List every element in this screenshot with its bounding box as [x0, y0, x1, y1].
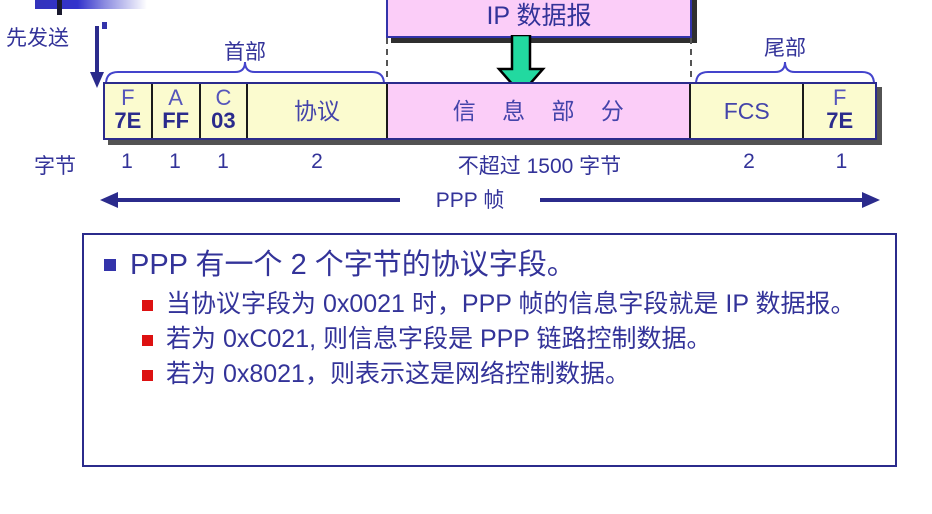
byte-count-fcs: 2	[743, 150, 755, 173]
frame-cell-control: C 03	[200, 84, 249, 138]
frame-cell-flag-start: F 7E	[105, 84, 153, 138]
ip-datagram-label: IP 数据报	[486, 2, 592, 30]
note-bullet-sub-3-text: 若为 0x8021，则表示这是网络控制数据。	[166, 360, 630, 388]
first-sent-down-arrow-icon	[90, 26, 104, 88]
frame-cell-control-bottom: 03	[211, 108, 236, 133]
byte-count-information: 不超过 1500 字节	[457, 155, 622, 178]
frame-cell-fcs: FCS	[690, 84, 805, 138]
frame-cell-address: A FF	[152, 84, 201, 138]
byte-row-label: 字节	[34, 155, 76, 178]
trailer-brace-label: 尾部	[764, 37, 806, 60]
note-bullet-sub-2-text: 若为 0xC021, 则信息字段是 PPP 链路控制数据。	[166, 325, 712, 353]
bullet-square-red-icon	[142, 370, 153, 381]
frame-cell-information: 信 息 部 分	[387, 84, 691, 138]
ppp-frame-strip: F 7E A FF C 03 协议 信 息 部 分 FCS F 7E	[103, 82, 877, 140]
byte-count-address: 1	[169, 150, 181, 173]
bullet-square-red-icon	[142, 335, 153, 346]
header-brace-icon	[105, 62, 385, 84]
byte-count-row: 字节 1 1 1 2 不超过 1500 字节 2 1	[0, 150, 932, 180]
byte-count-control: 1	[217, 150, 229, 173]
note-bullet-sub-1: 当协议字段为 0x0021 时，PPP 帧的信息字段就是 IP 数据报。	[142, 287, 881, 321]
note-bullet-sub-1-text: 当协议字段为 0x0021 时，PPP 帧的信息字段就是 IP 数据报。	[166, 290, 856, 318]
frame-cell-address-top: A	[168, 85, 183, 110]
byte-count-protocol: 2	[311, 150, 323, 173]
encapsulation-down-arrow-icon	[496, 35, 546, 95]
dashed-connector-left	[386, 38, 388, 88]
notes-box: PPP 有一个 2 个字节的协议字段。 当协议字段为 0x0021 时，PPP …	[82, 233, 897, 467]
frame-cell-flag-end-top: F	[832, 85, 847, 110]
frame-cell-flag-start-top: F	[121, 85, 135, 110]
frame-cell-protocol-label: 协议	[293, 98, 340, 124]
frame-cell-fcs-label: FCS	[723, 98, 770, 124]
header-brace-label: 首部	[224, 41, 266, 64]
frame-cell-address-bottom: FF	[162, 108, 190, 133]
note-bullet-sub-2: 若为 0xC021, 则信息字段是 PPP 链路控制数据。	[142, 322, 881, 356]
note-bullet-sub-3: 若为 0x8021，则表示这是网络控制数据。	[142, 357, 881, 391]
byte-count-flag-start: 1	[121, 150, 133, 173]
frame-cell-information-label: 信 息 部 分	[452, 98, 634, 124]
top-gradient-bar	[35, 0, 147, 9]
top-bar-tick-icon	[57, 0, 62, 15]
bullet-square-red-icon	[142, 300, 153, 311]
top-bar-dot-icon	[102, 22, 107, 29]
note-bullet-main-text: PPP 有一个 2 个字节的协议字段。	[130, 249, 576, 281]
frame-cell-control-top: C	[215, 85, 232, 110]
trailer-brace-icon	[695, 62, 875, 84]
frame-cell-flag-start-bottom: 7E	[114, 108, 142, 133]
frame-cell-protocol: 协议	[248, 84, 388, 138]
dashed-connector-right	[690, 38, 692, 88]
first-sent-label: 先发送	[6, 27, 69, 50]
ppp-frame-span-label: PPP 帧	[400, 184, 540, 214]
note-bullet-main: PPP 有一个 2 个字节的协议字段。	[104, 245, 881, 285]
frame-cell-flag-end: F 7E	[804, 84, 876, 138]
bullet-square-blue-icon	[104, 259, 116, 271]
byte-count-flag-end: 1	[835, 150, 848, 173]
ip-datagram-box: IP 数据报	[386, 0, 692, 38]
frame-cell-flag-end-bottom: 7E	[826, 108, 854, 133]
